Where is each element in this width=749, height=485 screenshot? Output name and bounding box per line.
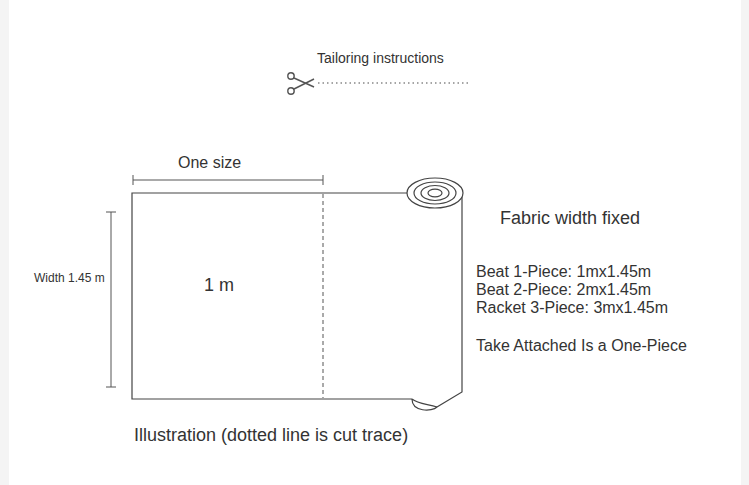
scissors-icon xyxy=(288,73,314,94)
dimension-label: Width 1.45 m xyxy=(34,272,105,286)
note-text: Take Attached Is a One-Piece xyxy=(476,337,687,355)
size-option: Racket 3-Piece: 3mx1.45m xyxy=(476,299,668,317)
length-label: 1 m xyxy=(204,275,234,296)
note-heading: Fabric width fixed xyxy=(500,208,640,229)
width-dimension xyxy=(106,212,116,387)
instruction-heading: Tailoring instructions xyxy=(317,50,444,66)
cut-trace-line xyxy=(323,194,324,398)
size-dimension xyxy=(133,175,323,185)
figure-caption: Illustration (dotted line is cut trace) xyxy=(134,425,408,446)
dimension-label: One size xyxy=(178,154,241,172)
size-option: Beat 2-Piece: 2mx1.45m xyxy=(476,281,651,299)
fabric-roll xyxy=(132,178,463,410)
size-option: Beat 1-Piece: 1mx1.45m xyxy=(476,263,651,281)
cut-guide-line xyxy=(318,82,469,84)
fabric-sheet: 1 m xyxy=(133,194,322,398)
